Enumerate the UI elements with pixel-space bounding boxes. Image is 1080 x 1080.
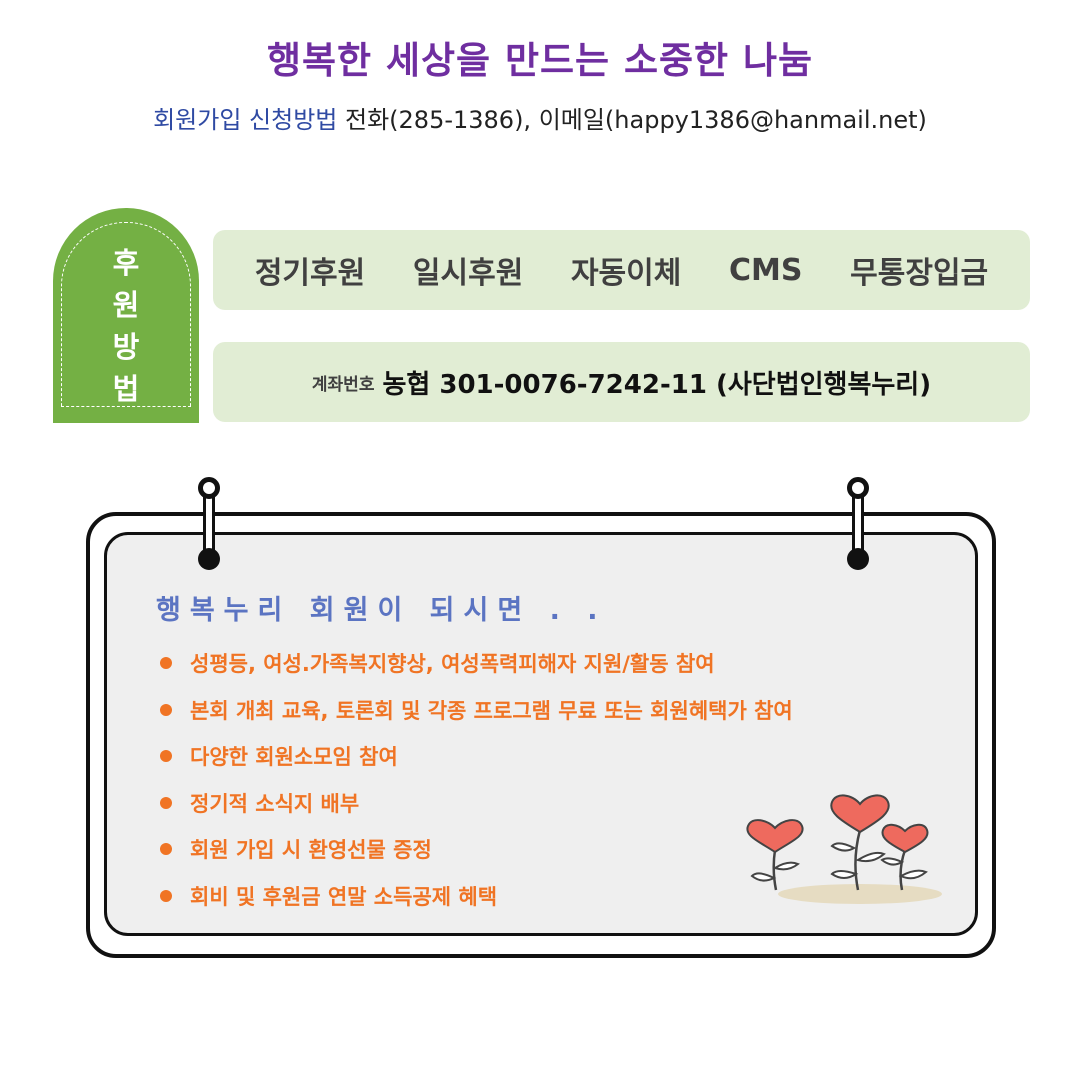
list-item: 본회 개최 교육, 토론회 및 각종 프로그램 무료 또는 회원혜택가 참여 [160,687,793,734]
hook-dot-left [198,548,220,570]
badge-char: 후 [112,246,140,280]
bullet-icon [160,843,172,856]
page-title: 행복한 세상을 만드는 소중한 나눔 [266,39,814,82]
account-bar: 계좌번호 농협 301-0076-7242-11 (사단법인행복누리) [213,342,1030,422]
benefit-text: 정기적 소식지 배부 [190,791,360,816]
method-cms: CMS [729,252,803,288]
list-item: 회원 가입 시 환영선물 증정 [160,826,793,873]
ground-shadow [778,884,942,904]
bullet-icon [160,750,172,763]
method-auto-transfer: 자동이체 [570,256,682,291]
board-panel [104,532,978,936]
badge-char: 원 [112,288,140,322]
hook-post-left [203,496,215,554]
hook-ring-left [198,477,220,499]
benefit-list: 성평등, 여성.가족복지향상, 여성폭력피해자 지원/활동 참여 본회 개최 교… [160,640,793,919]
hook-ring-right [847,477,869,499]
signup-label: 회원가입 신청방법 [153,106,338,134]
benefit-text: 다양한 회원소모임 참여 [190,745,398,770]
badge-char: 방 [112,330,140,364]
method-one-time: 일시후원 [412,256,524,291]
benefit-text: 회원 가입 시 환영선물 증정 [190,838,432,863]
badge-label: 후 원 방 법 [53,242,199,410]
benefit-text: 본회 개최 교육, 토론회 및 각종 프로그램 무료 또는 회원혜택가 참여 [190,698,793,723]
badge-dashed-border [61,222,191,407]
bullet-icon [160,889,172,902]
badge-char: 법 [112,372,140,406]
list-item: 성평등, 여성.가족복지향상, 여성폭력피해자 지원/활동 참여 [160,640,793,687]
bullet-icon [160,703,172,716]
flower-stems [772,829,907,891]
heart-blossoms [746,794,929,854]
bullet-icon [160,796,172,809]
account-number: 농협 301-0076-7242-11 (사단법인행복누리) [382,369,932,400]
support-method-badge: 후 원 방 법 [53,208,199,423]
support-methods-bar: 정기후원 일시후원 자동이체 CMS 무통장입금 [213,230,1030,310]
account-label: 계좌번호 [311,374,375,395]
list-item: 정기적 소식지 배부 [160,780,793,827]
method-bank-deposit: 무통장입금 [850,256,989,291]
hook-dot-right [847,548,869,570]
flower-leaves [750,842,928,882]
benefit-text: 회비 및 후원금 연말 소득공제 혜택 [190,884,498,909]
method-regular: 정기후원 [254,256,366,291]
list-item: 다양한 회원소모임 참여 [160,733,793,780]
hook-post-right [852,496,864,554]
benefit-text: 성평등, 여성.가족복지향상, 여성폭력피해자 지원/활동 참여 [190,652,715,677]
bullet-icon [160,657,172,670]
signup-contact: 전화(285-1386), 이메일(happy1386@hanmail.net) [337,106,927,134]
list-item: 회비 및 후원금 연말 소득공제 혜택 [160,873,793,920]
signup-info: 회원가입 신청방법 전화(285-1386), 이메일(happy1386@ha… [0,100,1080,135]
board-heading: 행복누리 회원이 되시면 . . [156,595,607,626]
heart-flowers-icon [746,794,942,904]
